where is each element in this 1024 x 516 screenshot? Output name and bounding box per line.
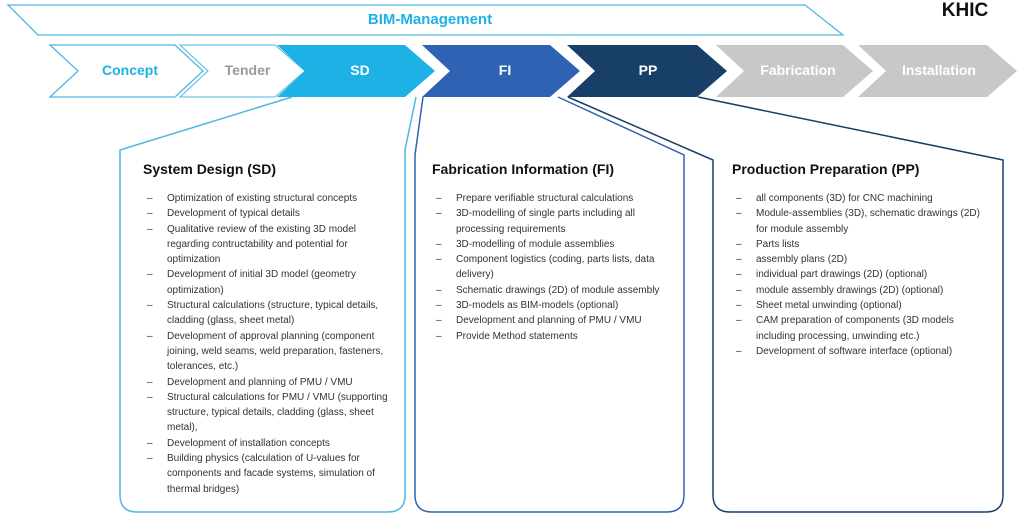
fi-panel-title: Fabrication Information (FI) [432,161,614,177]
list-item: Component logistics (coding, parts lists… [432,252,682,283]
list-item: Development of installation concepts [143,436,398,452]
stage-fabrication-shape [716,45,873,97]
stage-tender-shape [178,44,306,98]
stage-sd[interactable]: SD [350,62,370,78]
pp-item-list: all components (3D) for CNC machining Mo… [732,191,982,360]
list-item: Development and planning of PMU / VMU [432,313,682,329]
list-item: 3D-models as BIM-models (optional) [432,298,682,314]
list-item: Development of typical details [143,206,398,222]
list-item: Development of approval planning (compon… [143,329,398,375]
list-item: Development of initial 3D model (geometr… [143,267,398,298]
list-item: Prepare verifiable structural calculatio… [432,191,682,207]
list-item: Parts lists [732,237,982,253]
pp-panel-outline [567,96,1004,513]
list-item: Development of software interface (optio… [732,344,982,360]
stage-fi-shape [422,45,580,97]
stage-concept[interactable]: Concept [102,62,158,78]
stage-installation[interactable]: Installation [902,62,976,78]
list-item: Development and planning of PMU / VMU [143,375,398,391]
list-item: Sheet metal unwinding (optional) [732,298,982,314]
list-item: module assembly drawings (2D) (optional) [732,283,982,299]
fi-item-list: Prepare verifiable structural calculatio… [432,191,682,344]
fi-panel-outline [414,96,685,513]
list-item: individual part drawings (2D) (optional) [732,267,982,283]
list-item: Qualitative review of the existing 3D mo… [143,222,398,268]
list-item: Structural calculations for PMU / VMU (s… [143,390,398,436]
list-item: Schematic drawings (2D) of module assemb… [432,283,682,299]
bim-management-label: BIM-Management [367,11,493,28]
bim-management-banner [6,4,845,36]
list-item: 3D-modelling of module assemblies [432,237,682,253]
list-item: Building physics (calculation of U-value… [143,451,398,497]
stage-pp[interactable]: PP [638,62,658,78]
sd-item-list: Optimization of existing structural conc… [143,191,398,497]
stage-tender[interactable]: Tender [224,62,271,78]
sd-panel-outline [119,96,417,513]
stage-concept-shape [48,44,204,98]
list-item: Provide Method statements [432,329,682,345]
stage-installation-shape [858,45,1017,97]
stage-pp-shape [567,45,727,97]
list-item: assembly plans (2D) [732,252,982,268]
list-item: Structural calculations (structure, typi… [143,298,398,329]
list-item: 3D-modelling of single parts including a… [432,206,682,237]
list-item: all components (3D) for CNC machining [732,191,982,207]
list-item: Optimization of existing structural conc… [143,191,398,207]
stage-fi[interactable]: FI [498,62,512,78]
list-item: Module-assemblies (3D), schematic drawin… [732,206,982,237]
sd-panel-title: System Design (SD) [143,161,277,177]
stage-sd-shape [277,45,435,97]
sd-panel: System Design (SD) Optimization of exist… [143,161,398,497]
khic-logo: KHIC [941,0,989,21]
list-item: CAM preparation of components (3D models… [732,313,982,344]
pp-panel: Production Preparation (PP) all componen… [732,161,982,360]
fi-panel: Fabrication Information (FI) Prepare ver… [432,161,682,344]
stage-fabrication[interactable]: Fabrication [760,62,836,78]
pp-panel-title: Production Preparation (PP) [732,161,920,177]
